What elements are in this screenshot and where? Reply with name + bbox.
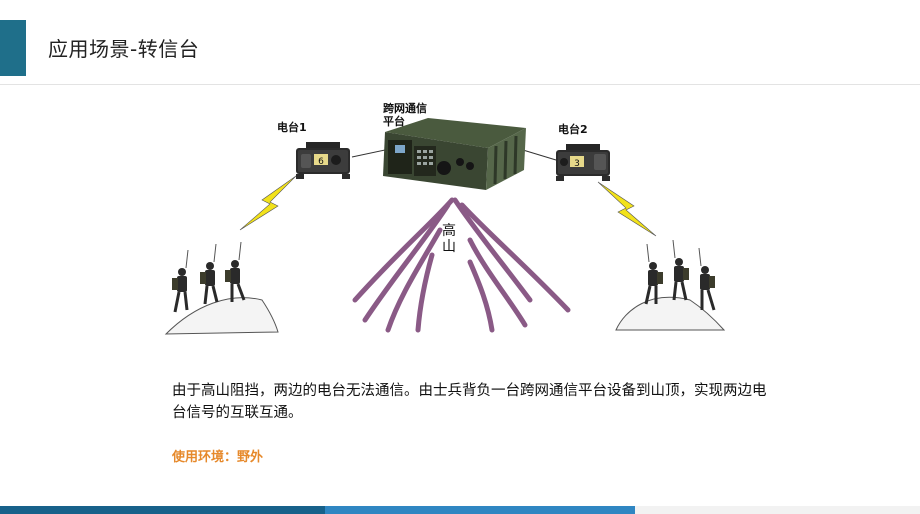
environment-label: 使用环境：野外 — [172, 450, 264, 465]
rock-icon — [615, 296, 726, 331]
soldier-group-right — [615, 239, 726, 331]
soldier-icon — [698, 247, 716, 311]
radio1-display: 6 — [318, 157, 324, 167]
title-accent-block — [0, 20, 26, 76]
link-line-right — [522, 149, 557, 161]
label-platform-line1: 跨网通信 — [383, 102, 427, 115]
soldier-icon — [225, 241, 246, 302]
radio2-display: 3 — [574, 159, 580, 169]
lightning-icon — [239, 175, 297, 231]
platform-device-icon — [383, 118, 526, 190]
rock-icon — [164, 297, 279, 335]
mountain-icon — [352, 197, 571, 333]
soldier-icon — [172, 249, 189, 313]
soldier-icon — [200, 243, 219, 305]
footer-bar-light — [635, 506, 920, 514]
description-text: 由于高山阻挡，两边的电台无法通信。由士兵背负一台跨网通信平台设备到山顶，实现两边… — [172, 383, 767, 421]
soldier-icon — [672, 239, 689, 301]
lightning-icon — [597, 181, 657, 237]
footer-bar-dark — [0, 506, 325, 514]
radio-icon: 6 — [296, 142, 350, 179]
link-line-left — [351, 149, 386, 158]
footer-bar-mid — [325, 506, 635, 514]
label-radio1: 电台1 — [277, 121, 307, 134]
soldier-icon — [644, 243, 663, 305]
soldier-group-left — [164, 241, 279, 335]
slide-title: 应用场景-转信台 — [48, 37, 200, 61]
title-divider — [0, 84, 920, 85]
label-radio2: 电台2 — [558, 123, 588, 136]
label-mountain: 高山 — [442, 223, 456, 255]
title-bar: 应用场景-转信台 — [0, 0, 920, 85]
radio-icon: 3 — [556, 144, 610, 181]
label-platform-line2: 平台 — [383, 115, 405, 128]
